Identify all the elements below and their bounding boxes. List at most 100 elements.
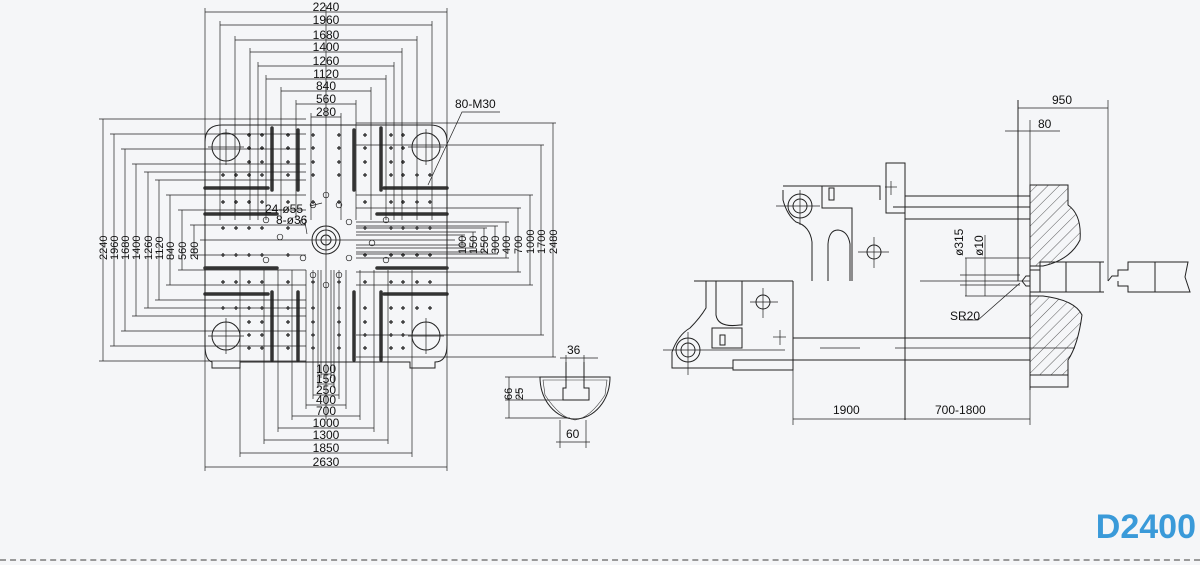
mount-hole: [260, 320, 264, 324]
mount-hole: [286, 333, 290, 337]
mount-hole: [401, 146, 405, 150]
mount-hole: [363, 200, 367, 204]
mount-hole: [389, 173, 393, 177]
right-dim-label: 400: [501, 236, 513, 254]
mount-hole: [260, 173, 264, 177]
machine-side-view: 950 80 ø315 ø10 SR20 1900 700-1800: [663, 93, 1191, 425]
callout-leaders: [304, 202, 323, 235]
mount-hole: [337, 133, 341, 137]
dim-nozzle-hole: ø10: [972, 235, 986, 256]
mount-hole: [286, 226, 290, 230]
right-dim-label: 250: [479, 236, 491, 254]
top-dim-label: 280: [316, 105, 336, 119]
mount-hole: [389, 306, 393, 310]
mount-hole: [260, 280, 264, 284]
mount-hole: [260, 133, 264, 137]
mount-hole: [286, 280, 290, 284]
mount-hole: [401, 306, 405, 310]
mount-hole: [401, 173, 405, 177]
mount-hole: [401, 200, 405, 204]
bottom-dim-label: 1300: [313, 428, 340, 442]
left-dim-label: 1960: [109, 236, 121, 260]
bottom-dim-label: 150: [316, 372, 336, 386]
mounting-holes: [221, 133, 432, 350]
mount-hole: [389, 146, 393, 150]
mount-hole: [247, 200, 251, 204]
mount-hole: [311, 133, 315, 137]
mount-hole: [260, 200, 264, 204]
mount-hole: [389, 346, 393, 350]
mount-hole: [247, 226, 251, 230]
mount-hole: [415, 306, 419, 310]
mount-hole: [363, 173, 367, 177]
top-dim-label: 840: [316, 79, 336, 93]
right-dim-label: 1700: [536, 230, 548, 254]
mount-hole: [234, 200, 238, 204]
mount-hole: [337, 160, 341, 164]
t-slots: [203, 126, 449, 362]
right-dim-label: 700: [513, 236, 525, 254]
mount-hole: [260, 333, 264, 337]
t-slot-detail: 36 66 25 60: [503, 343, 611, 448]
mount-hole: [247, 146, 251, 150]
mount-hole: [389, 320, 393, 324]
bottom-dim-label: 2630: [313, 455, 340, 469]
mount-hole: [428, 280, 432, 284]
slot-top-width: 36: [567, 343, 581, 357]
mount-hole: [247, 133, 251, 137]
bottom-dim-label: 400: [316, 393, 336, 407]
left-dim-label: 1120: [154, 236, 166, 260]
ring-hole: [322, 191, 330, 199]
dim-nozzle-travel: 950: [1052, 93, 1072, 107]
ring-hole: [345, 218, 353, 226]
mount-hole: [428, 173, 432, 177]
model-label: D2400: [1095, 508, 1196, 546]
mount-hole: [415, 280, 419, 284]
callout-24-d55: 24-ø55: [265, 202, 303, 216]
top-dim-label: 1680: [313, 28, 340, 42]
platen-dimension-lines: [99, 8, 556, 471]
mount-hole: [337, 146, 341, 150]
mount-hole: [363, 346, 367, 350]
right-dim-label: 300: [490, 236, 502, 254]
mount-hole: [247, 280, 251, 284]
mount-hole: [221, 280, 225, 284]
slot-height: 25: [514, 388, 526, 400]
mount-hole: [286, 320, 290, 324]
right-dim-label: 100: [457, 236, 469, 254]
mount-hole: [247, 173, 251, 177]
mount-hole: [401, 346, 405, 350]
ring-hole: [276, 233, 284, 241]
dim-stroke: 1900: [833, 403, 860, 417]
bottom-dim-label: 700: [316, 404, 336, 418]
ring-hole: [299, 254, 307, 262]
left-dim-label: 1680: [120, 236, 132, 260]
mount-hole: [428, 306, 432, 310]
mount-hole: [234, 173, 238, 177]
callout-leader: [427, 111, 500, 186]
bottom-dim-label: 250: [316, 383, 336, 397]
top-dim-label: 1960: [313, 13, 340, 27]
mount-hole: [401, 133, 405, 137]
mount-hole: [401, 253, 405, 257]
mount-hole: [363, 306, 367, 310]
callout-8-d36: 8-ø36: [276, 213, 308, 227]
mount-hole: [401, 320, 405, 324]
ring-hole: [262, 256, 270, 264]
mount-hole: [389, 160, 393, 164]
mount-hole: [286, 173, 290, 177]
mount-hole: [260, 146, 264, 150]
dim-nozzle-radius: SR20: [950, 309, 980, 323]
mount-hole: [428, 200, 432, 204]
mount-hole: [337, 173, 341, 177]
mount-hole: [234, 226, 238, 230]
dim-locating-ring: ø315: [952, 228, 966, 256]
mount-hole: [363, 133, 367, 137]
mount-hole: [389, 253, 393, 257]
ring-hole: [345, 254, 353, 262]
